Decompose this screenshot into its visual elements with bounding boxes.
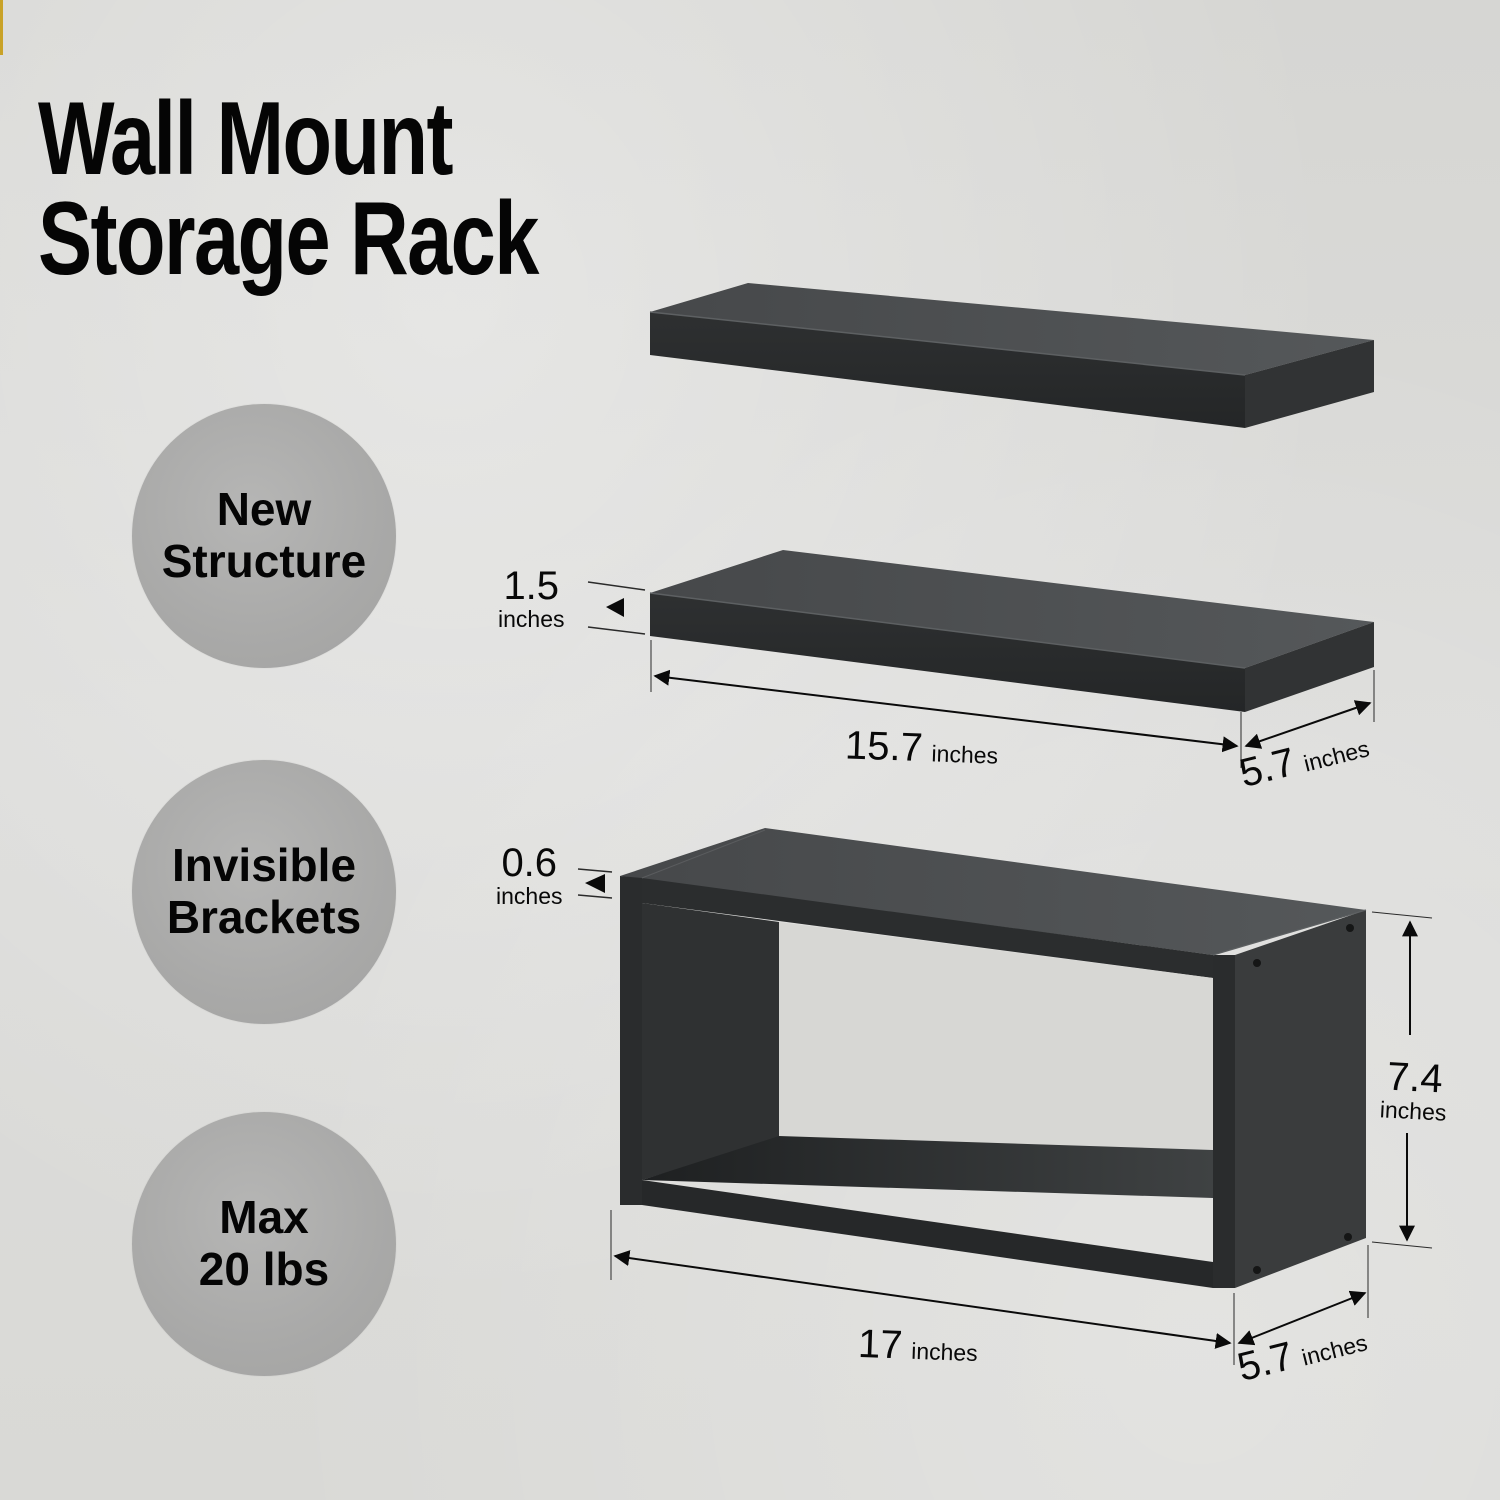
screw-icon [1253, 1266, 1261, 1274]
middle-shelf-dimension-lines [587, 581, 1375, 768]
title-line-2: Storage Rack [38, 180, 539, 297]
feature-badge-invisible-brackets: Invisible Brackets [132, 760, 396, 1024]
shelf-thickness-label: 1.5 inches [498, 566, 564, 631]
dimension-value: 7.4 [1385, 1054, 1444, 1102]
dimension-unit: inches [1379, 1096, 1448, 1126]
badge-line-1: New [216, 483, 312, 536]
floating-shelf-top [649, 283, 1374, 428]
dimension-value: 1.5 [503, 564, 560, 608]
badge-line-1: Invisible [171, 839, 357, 892]
accent-strip [0, 0, 3, 55]
badge-line-1: Max [219, 1191, 309, 1244]
dimension-value: 15.7 [844, 723, 924, 771]
shelf-width-label: 15.7 inches [844, 723, 999, 773]
dimension-unit: inches [498, 606, 565, 632]
screw-icon [1253, 959, 1261, 967]
dimension-value: 17 [857, 1321, 904, 1368]
badge-line-2: Structure [161, 535, 367, 587]
screw-icon [1346, 924, 1354, 932]
dimension-unit: inches [496, 883, 563, 909]
feature-badge-new-structure: New Structure [132, 404, 396, 668]
cube-panel-thickness-label: 0.6 inches [496, 843, 562, 908]
cube-width-label: 17 inches [857, 1322, 978, 1371]
cube-height-label: 7.4 inches [1379, 1054, 1449, 1126]
dimension-unit: inches [931, 740, 999, 769]
badge-line-2: Brackets [166, 891, 362, 943]
cube-shelf [620, 828, 1367, 1288]
badge-line-2: 20 lbs [198, 1243, 330, 1295]
page-title: Wall Mount Storage Rack [38, 81, 679, 297]
title-line-1: Wall Mount [38, 81, 453, 197]
dimension-unit: inches [910, 1337, 979, 1367]
screw-icon [1344, 1233, 1352, 1241]
feature-badge-max-load: Max 20 lbs [132, 1112, 396, 1376]
dimension-value: 0.6 [501, 841, 558, 885]
cube-shelf-dimension-lines [577, 868, 1433, 1365]
